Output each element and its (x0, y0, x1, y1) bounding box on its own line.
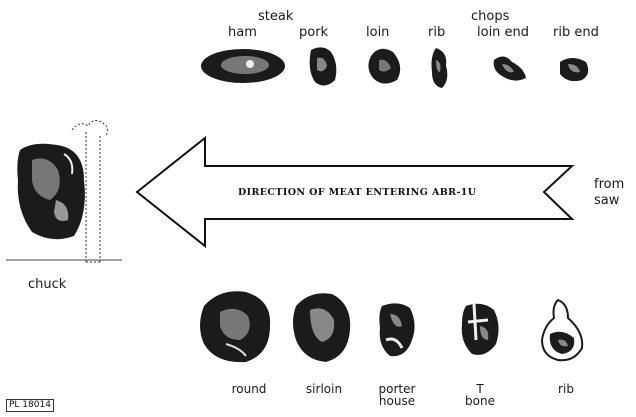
saw-label: saw (594, 194, 619, 207)
loin-chop-cut (365, 44, 405, 92)
porter-house-steak-cut (376, 300, 418, 364)
label-rib-bottom-text: rib (558, 382, 574, 396)
label-rib: rib (428, 26, 445, 39)
chops-header: chops (471, 10, 509, 23)
label-t-bone-line2: bone (455, 395, 505, 407)
ham-steak-cut (198, 46, 288, 90)
chuck-cut (14, 140, 90, 248)
from-label: from (594, 178, 624, 191)
steak-header: steak (258, 10, 293, 23)
rib-steak-cut (538, 298, 588, 368)
label-t-bone: T bone (455, 383, 505, 407)
label-rib-bottom: rib (546, 383, 586, 395)
label-sirloin: sirloin (299, 383, 349, 395)
label-porter-house: porter house (372, 383, 422, 407)
label-pork: pork (299, 26, 328, 39)
plate-id-badge: PL 18014 (6, 399, 54, 412)
rib-chop-cut (428, 46, 452, 94)
label-round: round (224, 383, 274, 395)
rib-end-chop-cut (556, 54, 592, 88)
round-steak-cut (196, 286, 276, 370)
label-loin-end: loin end (477, 26, 529, 39)
label-porter-house-line2: house (372, 395, 422, 407)
label-round-text: round (232, 382, 267, 396)
pork-steak-cut (305, 44, 341, 94)
label-sirloin-text: sirloin (306, 382, 342, 396)
label-loin: loin (366, 26, 389, 39)
sirloin-steak-cut (290, 290, 354, 368)
arrow-label: DIRECTION OF MEAT ENTERING ABR-1U (238, 187, 476, 198)
label-rib-end: rib end (553, 26, 599, 39)
label-ham: ham (228, 26, 257, 39)
loin-end-chop-cut (490, 52, 530, 90)
t-bone-steak-cut (458, 300, 502, 364)
label-chuck: chuck (28, 278, 66, 291)
